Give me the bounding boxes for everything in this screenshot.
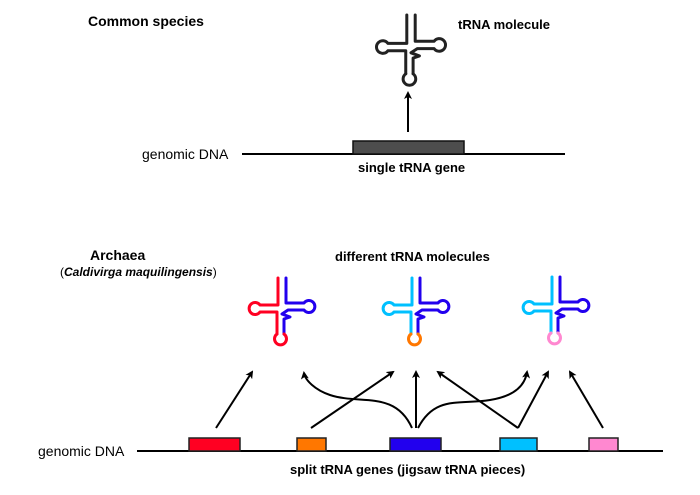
- species-name: (Caldivirga maquilingensis): [60, 265, 217, 279]
- paren-close: ): [212, 265, 217, 279]
- trna-left-half: [521, 275, 554, 335]
- different-trna-molecules-label: different tRNA molecules: [335, 249, 490, 264]
- trna-right-half: [280, 276, 317, 336]
- top-genomic-dna-label: genomic DNA: [142, 146, 229, 162]
- trna-left-half: [375, 13, 409, 76]
- top-trna-molecule: [375, 13, 447, 87]
- trna-anticodon-loop: [547, 331, 562, 346]
- arrow-pink-to-mol3: [568, 370, 604, 429]
- trna-left-half: [381, 276, 414, 336]
- trna-molecule-3: [521, 275, 591, 346]
- common-species-heading: Common species: [88, 13, 204, 29]
- single-trna-gene: [352, 140, 465, 155]
- gene-piece-red: [188, 437, 241, 452]
- trna-molecule-2: [381, 276, 451, 347]
- trna-anticodon-loop: [401, 72, 418, 87]
- trna-right-half: [414, 276, 451, 336]
- single-trna-gene-label: single tRNA gene: [358, 160, 466, 175]
- arrow-blue-to-mol1: [300, 371, 413, 429]
- gene-piece-pink: [588, 437, 619, 452]
- split-trna-genes: [188, 437, 619, 452]
- arrow-red-to-mol1: [215, 370, 254, 429]
- trna-right-half: [409, 13, 447, 76]
- paren-open: (: [60, 265, 64, 279]
- archaea-heading: Archaea: [90, 247, 146, 263]
- trna-anticodon-loop: [407, 332, 422, 347]
- trna-left-half: [247, 276, 280, 336]
- assembly-arrows: [215, 370, 604, 429]
- arrow-blue-to-mol3: [417, 370, 531, 429]
- trna-molecule-label: tRNA molecule: [458, 17, 550, 32]
- gene-piece-orange: [296, 437, 327, 452]
- trna-anticodon-loop: [273, 332, 288, 347]
- species-italic: Caldivirga maquilingensis: [64, 265, 213, 279]
- arrow-orange-to-mol2: [310, 370, 395, 429]
- trna-right-half: [554, 275, 591, 335]
- split-trna-genes-label: split tRNA genes (jigsaw tRNA pieces): [290, 462, 526, 477]
- gene-piece-blue: [389, 437, 442, 452]
- arrow-cyan-to-mol3: [517, 370, 549, 429]
- gene-piece-cyan: [499, 437, 538, 452]
- bottom-genomic-dna-label: genomic DNA: [38, 443, 125, 459]
- arrow-cyan-to-mol2: [436, 370, 519, 429]
- trna-molecule-1: [247, 276, 317, 347]
